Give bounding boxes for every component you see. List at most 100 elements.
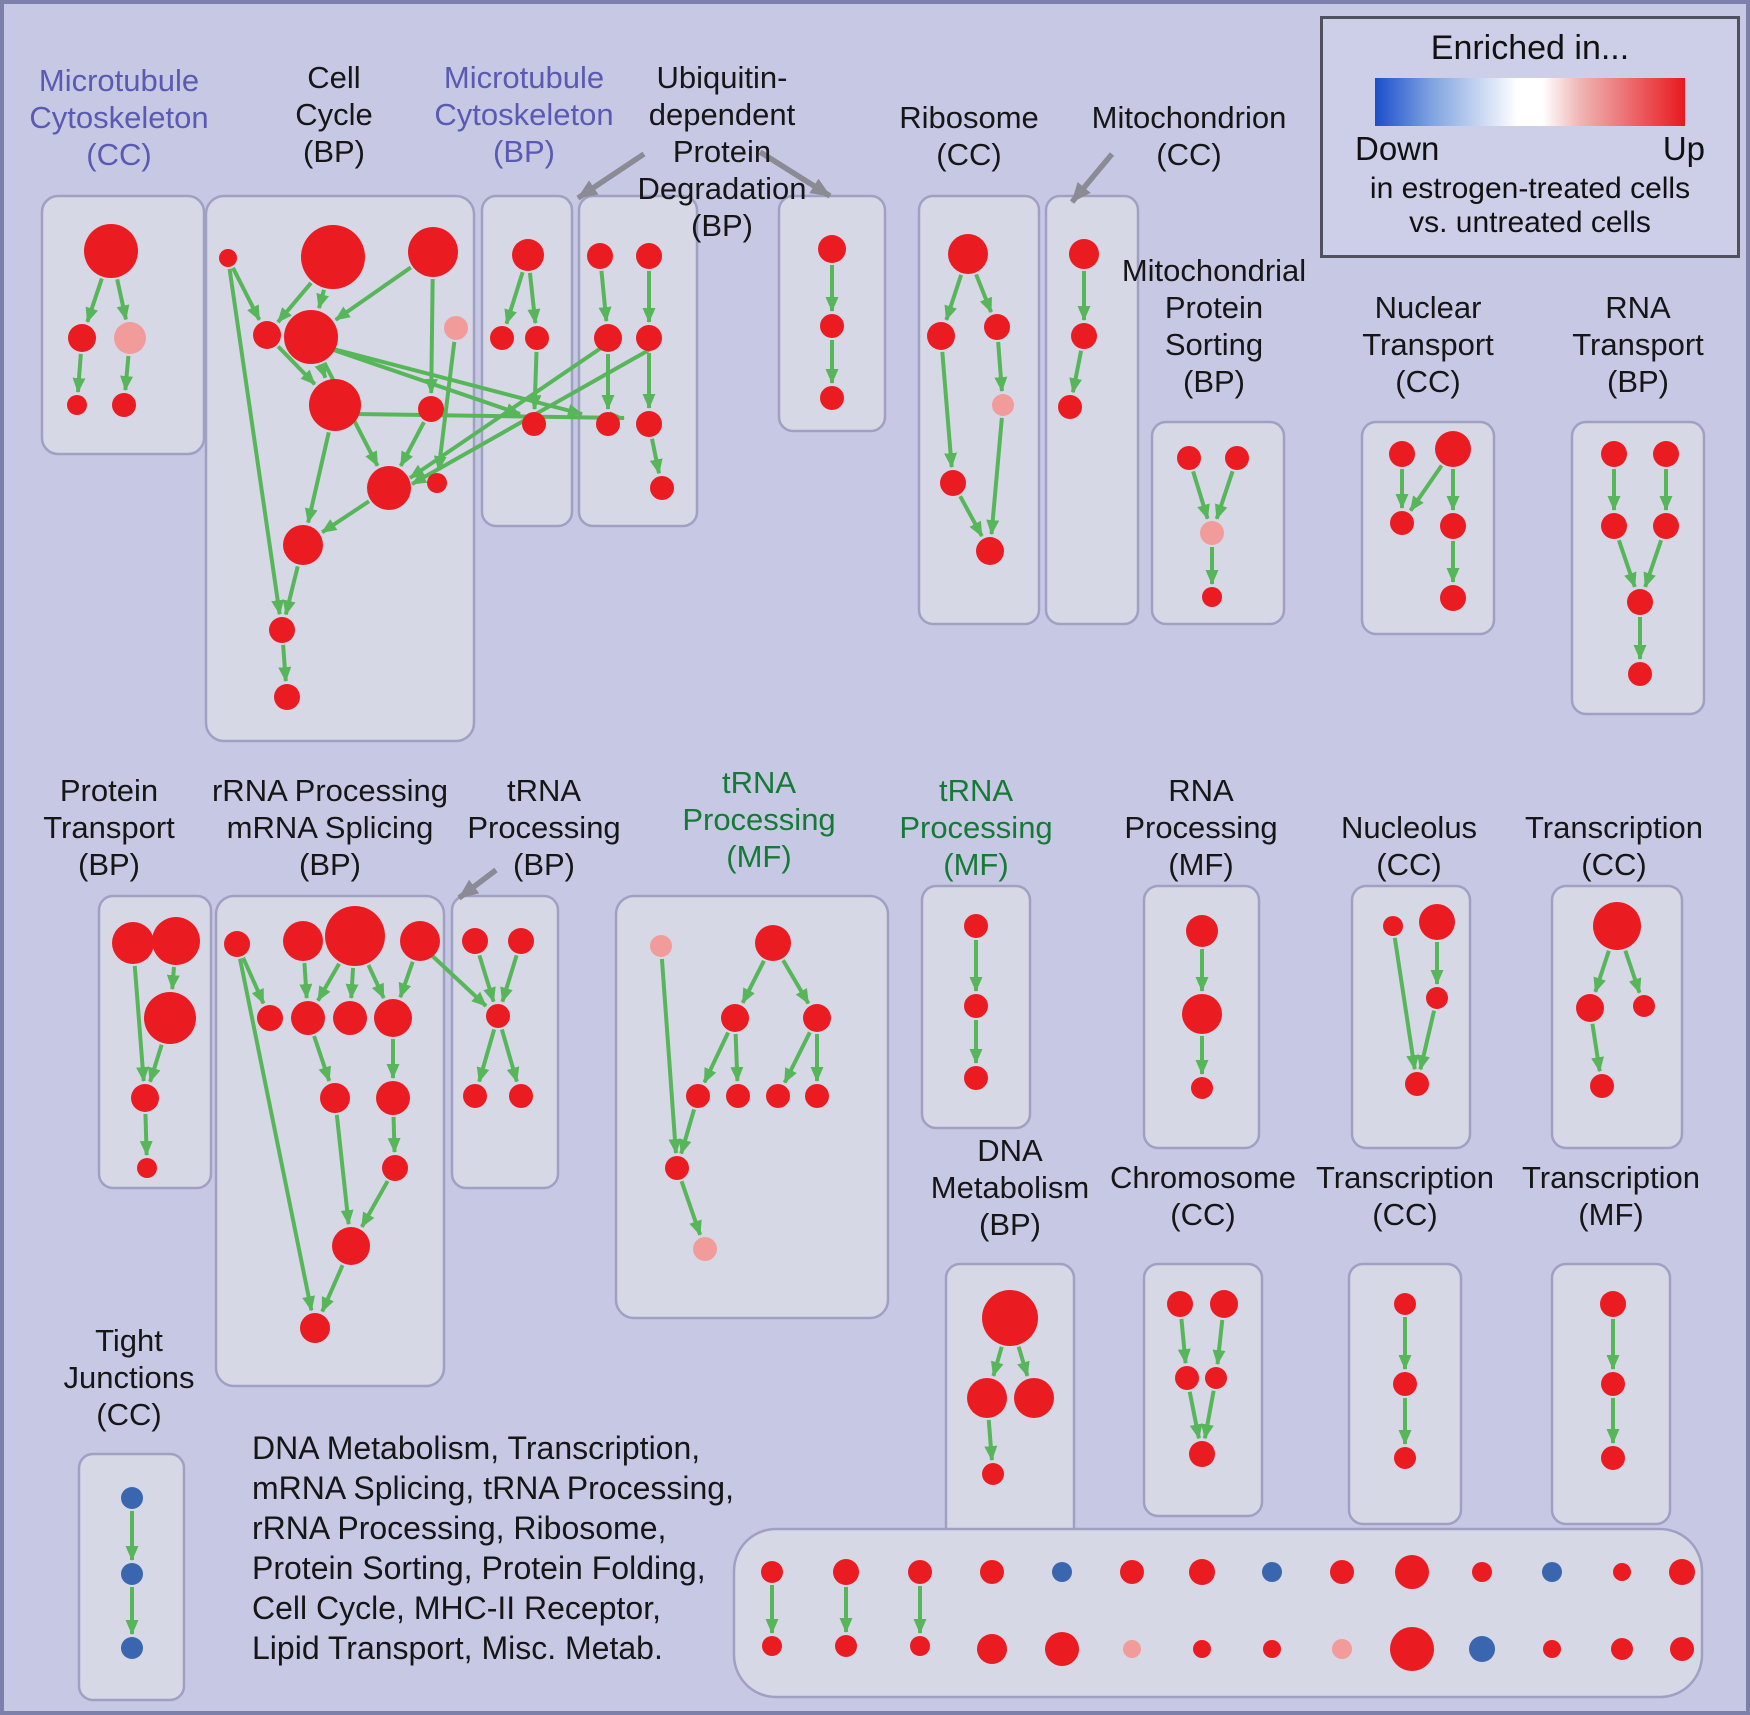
go-term-node <box>1186 915 1218 947</box>
cluster-box-nucleolus-cc <box>1350 884 1472 1150</box>
legend-scale-labels: Down Up <box>1355 130 1705 168</box>
go-term-node <box>253 321 281 349</box>
edge-rrna-processing-mrna-splicing-bp <box>312 1035 332 1082</box>
go-term-node <box>291 1001 325 1035</box>
go-term-node <box>650 935 672 957</box>
edge-ribosome-cc <box>944 274 964 321</box>
go-term-node <box>1426 987 1448 1009</box>
go-term-node <box>144 992 196 1044</box>
cross-cluster-edge <box>408 346 603 480</box>
go-term-node <box>325 906 385 966</box>
go-term-node <box>1601 513 1627 539</box>
edge-rrna-processing-mrna-splicing-bp <box>387 1116 401 1154</box>
go-term-node <box>1193 1640 1211 1658</box>
go-term-node <box>283 921 323 961</box>
go-term-node <box>1182 994 1222 1034</box>
go-term-node <box>309 379 361 431</box>
label-pointer-arrow <box>1069 152 1115 204</box>
annotation-arrows-layer <box>457 149 1115 901</box>
edge-cell-cycle-bp <box>433 341 457 472</box>
go-term-node <box>427 473 447 493</box>
go-term-node <box>301 225 365 289</box>
go-term-node <box>1472 1562 1492 1582</box>
edge-cell-cycle-bp <box>276 345 317 386</box>
go-term-node <box>1394 1293 1416 1315</box>
edge-microtubule-cytoskeleton-bp <box>527 272 541 325</box>
edge-protein-transport-bp <box>132 965 150 1083</box>
go-term-node <box>1543 1640 1561 1658</box>
label-pointer-arrow <box>457 867 498 901</box>
edge-chromosome-cc <box>1212 1319 1226 1366</box>
go-term-node <box>219 249 237 267</box>
go-term-node <box>1469 1636 1495 1662</box>
go-term-node <box>1189 1559 1215 1585</box>
go-term-node <box>269 617 295 643</box>
go-term-node <box>1175 1366 1199 1390</box>
edge-microtubule-cytoskeleton-cc <box>120 355 134 392</box>
go-term-node <box>512 239 544 271</box>
go-term-node <box>587 243 613 269</box>
go-term-node <box>1393 1372 1417 1396</box>
edge-transcription-cc-1 <box>1590 1023 1605 1073</box>
edge-mitochondrial-protein-sorting-bp <box>1191 470 1210 520</box>
go-network-diagram <box>40 149 1706 1702</box>
edge-trna-processing-bp <box>477 954 496 1003</box>
edge-rrna-processing-mrna-splicing-bp <box>241 956 266 1005</box>
edge-rna-transport-bp <box>1643 539 1664 588</box>
edge-trna-processing-bp <box>499 1028 520 1083</box>
edge-ribosome-cc <box>994 341 1008 393</box>
go-term-node <box>1628 662 1652 686</box>
go-term-node <box>835 1635 857 1657</box>
go-term-node <box>333 1001 367 1035</box>
go-term-node <box>522 412 546 436</box>
edge-cell-cycle-bp <box>334 265 412 322</box>
edge-microtubule-cytoskeleton-cc <box>85 277 104 323</box>
go-term-node <box>596 412 620 436</box>
go-term-node <box>1123 1640 1141 1658</box>
misc-terms-line: DNA Metabolism, Transcription, <box>252 1430 701 1466</box>
go-term-node <box>984 314 1010 340</box>
go-term-node <box>1600 1291 1626 1317</box>
go-term-node <box>112 393 136 417</box>
go-term-node <box>636 411 662 437</box>
edge-ribosome-cc <box>958 495 984 538</box>
go-term-node <box>833 1559 859 1585</box>
edge-cell-cycle-bp <box>282 565 300 616</box>
label-pointer-arrow <box>576 151 646 201</box>
go-term-node <box>1191 1077 1213 1099</box>
misc-terms-line: rRNA Processing, Ribosome, <box>252 1510 667 1546</box>
go-term-node <box>1330 1560 1354 1584</box>
edge-trna-processing-mf-1 <box>781 959 811 1005</box>
edge-trna-processing-mf-1 <box>730 1033 744 1083</box>
go-term-node <box>665 1156 689 1180</box>
go-term-node <box>1014 1378 1054 1418</box>
go-term-node <box>1052 1562 1072 1582</box>
cross-cluster-edge <box>321 344 583 417</box>
go-term-node <box>131 1084 159 1112</box>
edge-cell-cycle-bp <box>304 431 331 524</box>
edge-nuclear-transport-cc <box>1408 464 1444 512</box>
edge-ubiquitin-degradation-bp-1 <box>649 438 663 475</box>
go-term-node <box>1225 446 1249 470</box>
go-term-node <box>1653 513 1679 539</box>
edge-dna-metabolism-bp <box>1016 1346 1030 1377</box>
edge-rna-transport-bp <box>1616 539 1637 588</box>
edge-mitochondrion-cc <box>1069 350 1084 394</box>
cross-cluster-edge <box>353 411 625 425</box>
edge-rrna-processing-mrna-splicing-bp <box>334 1114 354 1226</box>
go-term-node <box>1576 994 1604 1022</box>
legend-up-label: Up <box>1662 130 1705 167</box>
edge-rrna-processing-mrna-splicing-bp <box>316 962 341 1002</box>
go-term-node <box>948 234 988 274</box>
edge-rrna-processing-mrna-splicing-bp <box>320 1264 345 1313</box>
edge-ribosome-cc <box>974 273 993 314</box>
go-term-node <box>509 1084 533 1108</box>
edge-microtubule-cytoskeleton-bp <box>528 351 542 411</box>
go-term-node <box>982 1463 1004 1485</box>
cluster-box-misc-enriched-terms <box>732 1527 1704 1699</box>
go-term-node <box>1332 1639 1352 1659</box>
go-term-node <box>726 1084 750 1108</box>
misc-terms-line: mRNA Splicing, tRNA Processing, <box>252 1470 734 1506</box>
edge-microtubule-cytoskeleton-bp <box>504 271 525 325</box>
go-term-node <box>1210 1290 1238 1318</box>
